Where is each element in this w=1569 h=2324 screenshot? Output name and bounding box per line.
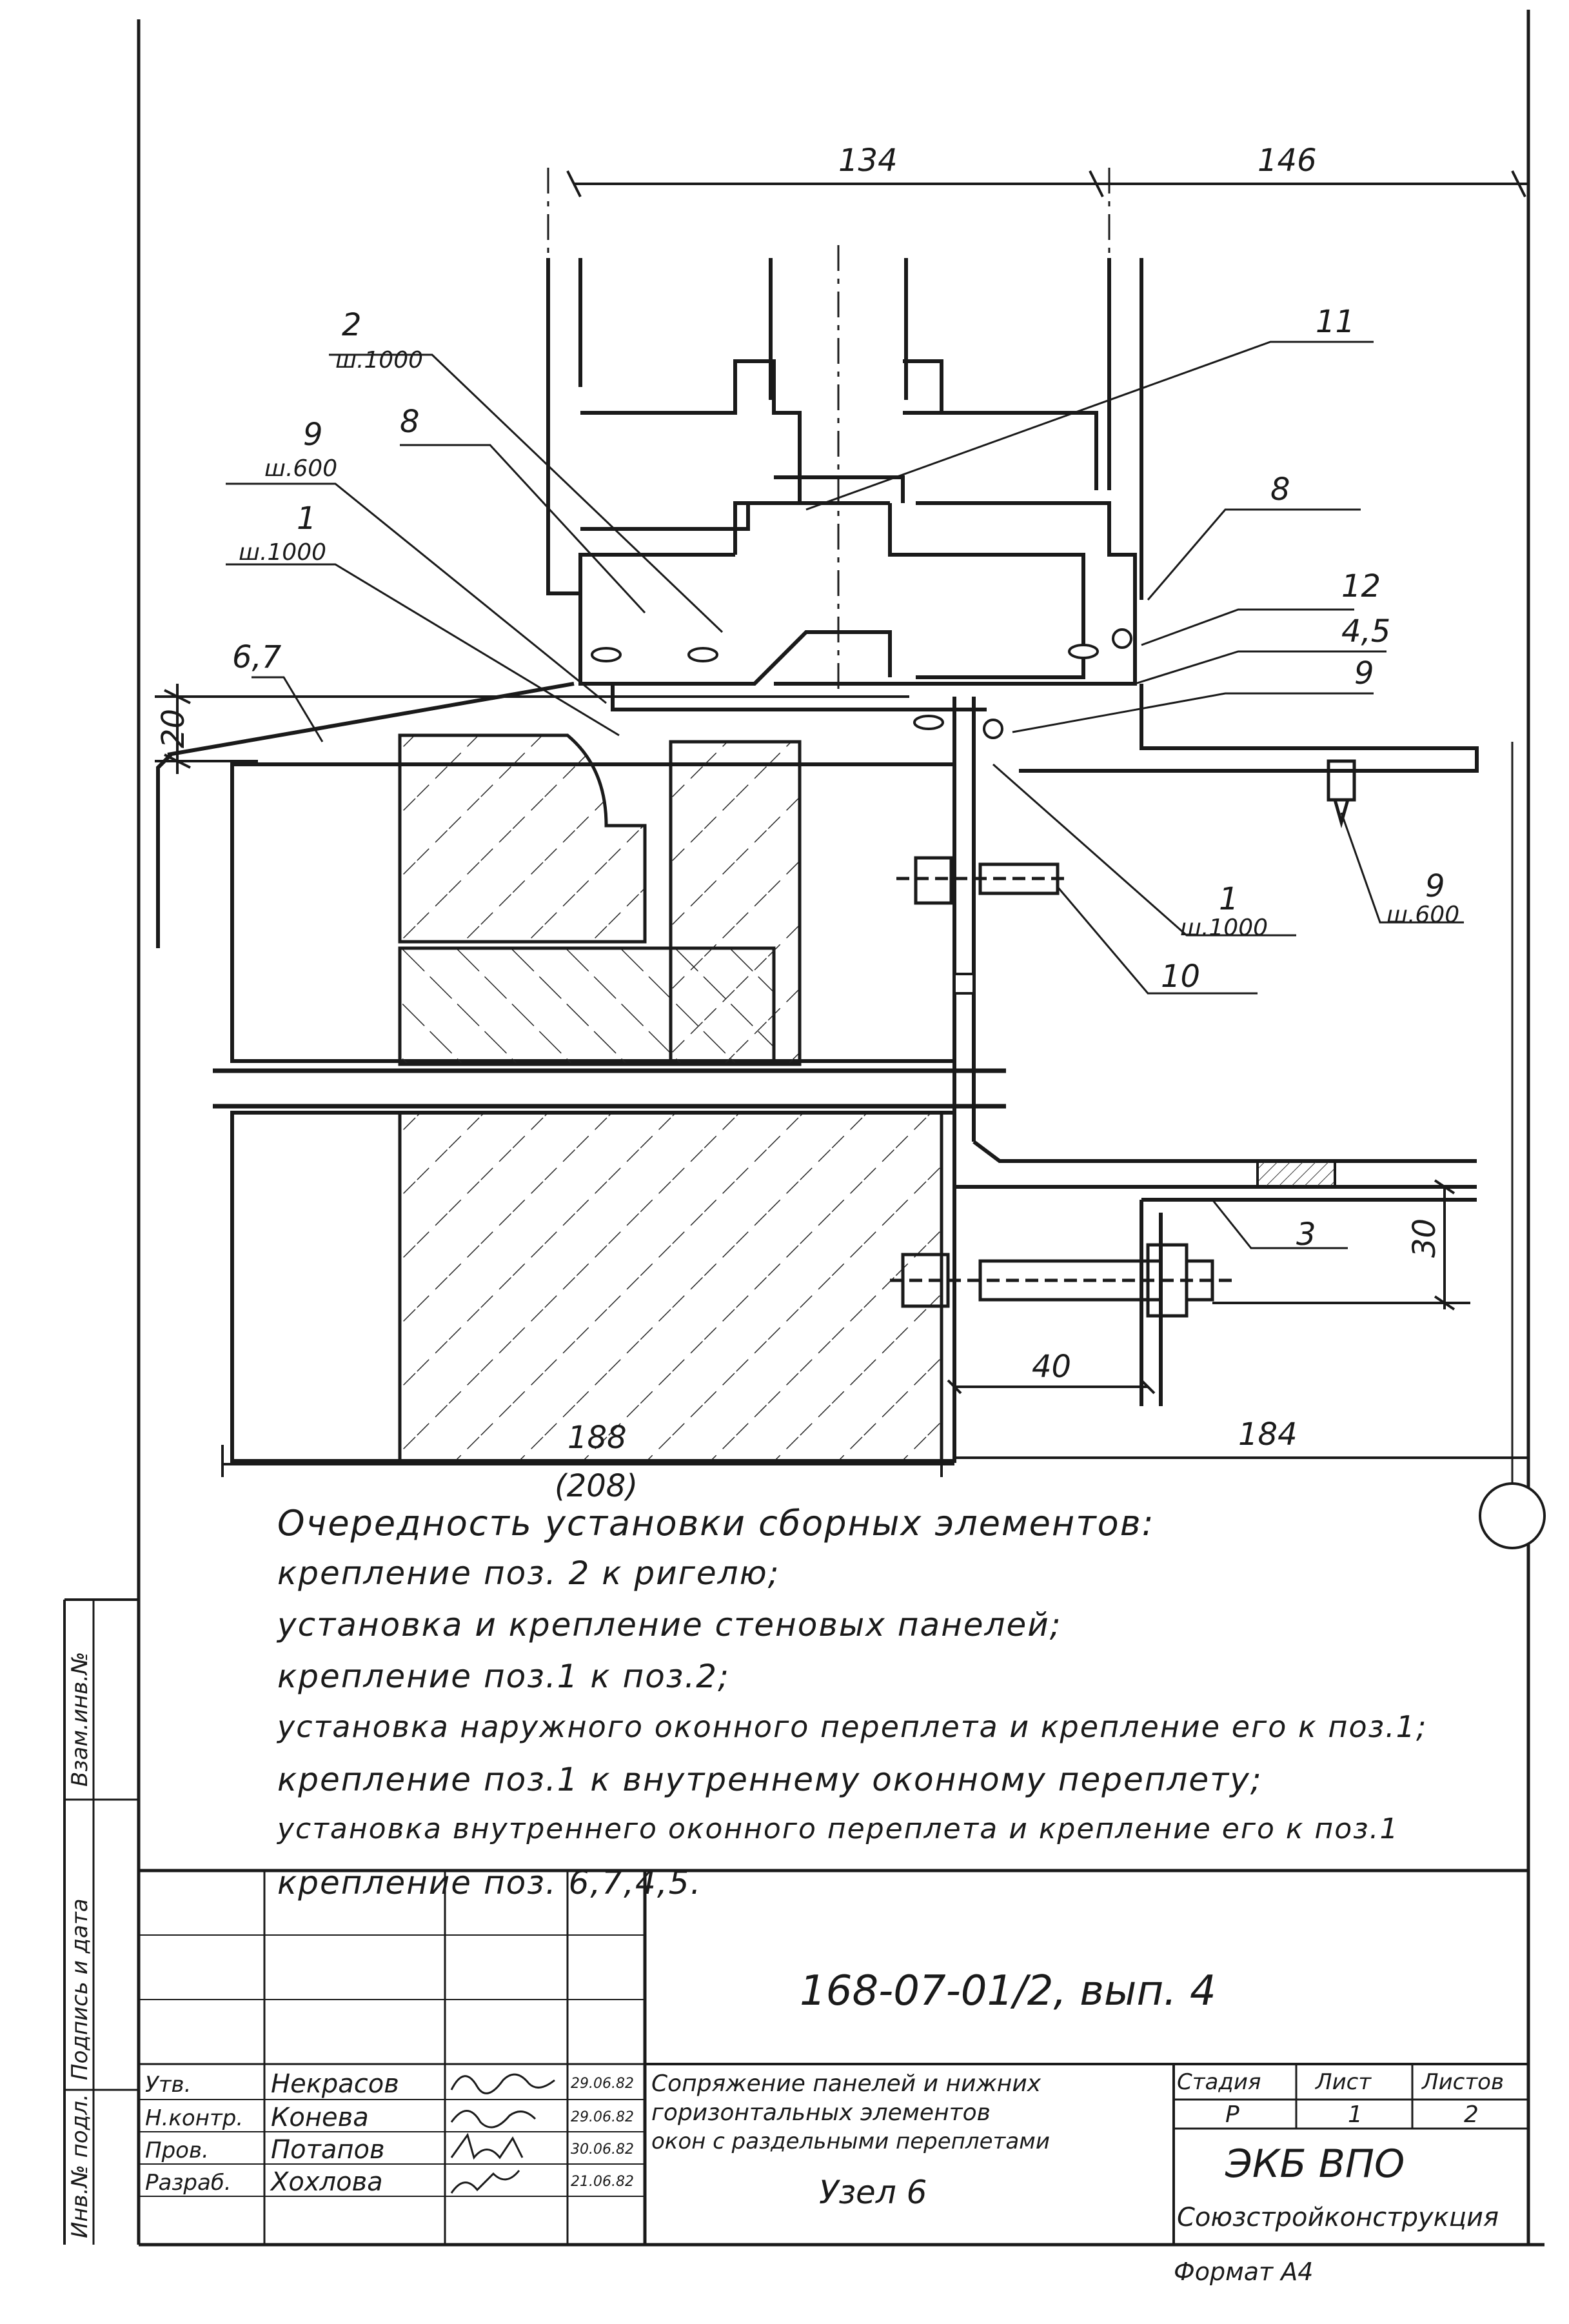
node-label: Узел 6 — [819, 2174, 927, 2211]
notes-line-6: установка внутреннего оконного переплета… — [277, 1813, 1399, 1845]
dim-208: (208) — [555, 1468, 638, 1504]
stage-value: Р — [1225, 2101, 1239, 2128]
callout-9-right: 9 — [1425, 868, 1445, 904]
dim-30: 30 — [1406, 1218, 1443, 1258]
doc-code: 168-07-01/2, вып. 4 — [800, 1967, 1216, 2015]
sill-flashing — [156, 682, 1479, 948]
callout-11: 11 — [1316, 304, 1355, 340]
dim-20: 20 — [155, 709, 192, 748]
row-date-3: 30.06.82 — [571, 2141, 634, 2158]
notes-line-5: крепление поз.1 к внутреннему оконному п… — [277, 1761, 1263, 1798]
row-date-4: 21.06.82 — [571, 2174, 634, 2190]
callout-1-left: 1 — [297, 501, 317, 537]
side-stamp: Инв.№ подл. Подпись и дата Взам.инв.№ — [67, 1652, 93, 2238]
notes-heading: Очередность установки сборных элементов: — [277, 1503, 1155, 1544]
callout-67: 6,7 — [232, 639, 282, 675]
row-name-3: Потапов — [271, 2135, 385, 2165]
row-date-2: 29.06.82 — [571, 2109, 634, 2125]
title-block-grid — [139, 1869, 1528, 2245]
dim-184: 184 — [1238, 1416, 1298, 1453]
dim-40: 40 — [1032, 1349, 1071, 1385]
stamp-inv-podl: Инв.№ подл. — [67, 2094, 93, 2238]
row-name-2: Конева — [271, 2103, 369, 2132]
callout-45: 4,5 — [1341, 613, 1390, 650]
drawing-circle — [1479, 1482, 1546, 1549]
callout-2-sub: ш.1000 — [335, 347, 423, 373]
dim-146: 146 — [1258, 143, 1317, 179]
notes-line-1: крепление поз. 2 к ригелю; — [277, 1554, 780, 1592]
row-role-2: Н.контр. — [145, 2105, 244, 2131]
title-line-3: окон с раздельными переплетами — [651, 2129, 1050, 2154]
row-role-4: Разраб. — [145, 2170, 232, 2196]
callout-9-right-sub: ш.600 — [1386, 902, 1459, 928]
row-role-1: Утв. — [145, 2072, 192, 2098]
sheets-label: Листов — [1422, 2069, 1505, 2095]
sheet-label: Лист — [1316, 2069, 1372, 2095]
sheet-value: 1 — [1348, 2101, 1363, 2128]
callout-3: 3 — [1296, 1217, 1316, 1253]
row-role-3: Пров. — [145, 2138, 209, 2163]
callout-1-left-sub: ш.1000 — [239, 539, 326, 566]
org-line-1: ЭКБ ВПО — [1225, 2141, 1405, 2187]
org-line-2: Союзстройконструкция — [1177, 2203, 1499, 2232]
notes-line-3: крепление поз.1 к поз.2; — [277, 1658, 730, 1695]
callout-10: 10 — [1161, 958, 1200, 995]
callout-2: 2 — [342, 307, 362, 343]
signatures — [450, 2073, 555, 2194]
notes-line-2: установка и крепление стеновых панелей; — [277, 1606, 1062, 1644]
wall-panels — [213, 733, 1006, 1463]
bolts — [890, 759, 1356, 1318]
sheets-value: 2 — [1464, 2101, 1479, 2128]
callout-9-mid: 9 — [1354, 655, 1374, 691]
callout-9-left: 9 — [303, 417, 323, 453]
stage-label: Стадия — [1177, 2069, 1261, 2095]
dim-134: 134 — [838, 143, 898, 179]
row-name-4: Хохлова — [271, 2167, 383, 2197]
centerlines — [547, 168, 1110, 697]
callout-12: 12 — [1341, 568, 1381, 604]
title-line-1: Сопряжение панелей и нижних — [651, 2071, 1041, 2097]
dim-188: 188 — [567, 1420, 627, 1456]
stamp-podpis-data: Подпись и дата — [67, 1898, 93, 2080]
notes-line-4: установка наружного оконного переплета и… — [277, 1709, 1428, 1744]
callout-1-right: 1 — [1219, 881, 1239, 917]
notes-line-7: крепление поз. 6,7,4,5. — [277, 1864, 702, 1902]
row-name-1: Некрасов — [271, 2069, 399, 2099]
format-label: Формат А4 — [1174, 2258, 1314, 2286]
stamp-vzam-inv: Взам.инв.№ — [67, 1652, 93, 1787]
dimension-lines — [155, 170, 1528, 1477]
callout-8-right: 8 — [1270, 472, 1290, 508]
title-line-2: горизонтальных элементов — [651, 2100, 991, 2126]
screws — [591, 628, 1132, 739]
callout-1-right-sub: ш.1000 — [1180, 915, 1268, 941]
row-date-1: 29.06.82 — [571, 2076, 634, 2092]
vertical-bracket — [952, 697, 1477, 1458]
callout-8-left: 8 — [400, 404, 420, 440]
callout-texts: 2 ш.1000 8 9 ш.600 1 ш.1000 6,7 11 8 12 … — [232, 304, 1459, 1253]
callout-9-left-sub: ш.600 — [264, 455, 337, 482]
leader-lines — [226, 341, 1464, 1249]
dimension-texts: 134 146 20 188 (208) 184 30 40 — [155, 143, 1443, 1504]
window-frame-section — [546, 258, 1143, 711]
